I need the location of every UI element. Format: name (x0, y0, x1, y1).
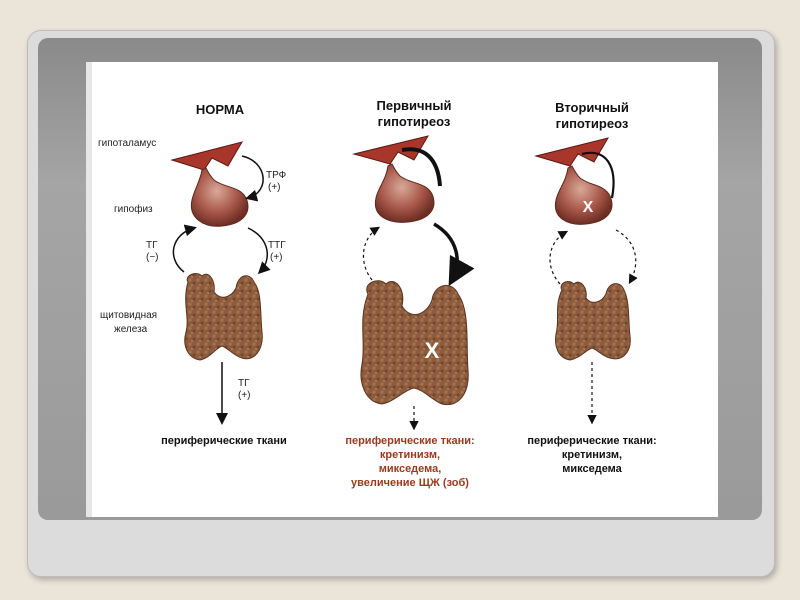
primary-pituitary (374, 163, 435, 223)
primary-outcome-line2: кретинизм, (380, 449, 440, 461)
diagram-image: НОРМА Первичный гипотиреоз Вторичный гип… (86, 62, 718, 517)
secondary-ttg-arrow (615, 229, 638, 285)
norm-pituitary (190, 167, 249, 227)
secondary-trf-arrow (581, 151, 615, 199)
norm-outcome: периферические ткани (161, 435, 287, 447)
secondary-tg-feedback-arrow (549, 230, 569, 285)
primary-enlarged-thyroid (360, 280, 469, 406)
norm-label-tg: ТГ (146, 240, 158, 251)
label-thyroid-line1: щитовидная (100, 310, 157, 321)
primary-outcome-line1: периферические ткани: (345, 435, 474, 447)
norm-label-tg-out-sign: (+) (238, 390, 251, 401)
secondary-outcome-line3: микседема (562, 463, 622, 475)
title-primary-line1: Первичный (377, 98, 452, 113)
norm-label-tg-sign: (−) (146, 252, 159, 263)
norm-trf-arrow (241, 155, 264, 202)
title-secondary-line2: гипотиреоз (556, 116, 629, 131)
label-thyroid-line2: железа (114, 324, 148, 335)
secondary-outcome-line1: периферические ткани: (527, 435, 656, 447)
secondary-blocked-mark: X (583, 199, 594, 216)
title-secondary-line1: Вторичный (555, 100, 629, 115)
norm-label-trf-sign: (+) (268, 182, 281, 193)
primary-outcome-line4: увеличение ЩЖ (зоб) (351, 477, 469, 489)
norm-label-tg-out: ТГ (238, 378, 250, 389)
secondary-hypothalamus (534, 137, 610, 167)
slide-footer-area (38, 520, 762, 568)
norm-label-trf: ТРФ (266, 170, 287, 181)
hypothyroidism-diagram: НОРМА Первичный гипотиреоз Вторичный гип… (98, 98, 657, 489)
label-hypothalamus: гипоталамус (98, 138, 156, 149)
primary-thick-trf-arrow (401, 147, 442, 187)
title-primary-line2: гипотиреоз (378, 114, 451, 129)
norm-ttg-arrow (247, 227, 271, 275)
norm-label-ttg: ТТГ (268, 240, 286, 251)
norm-thyroid (184, 273, 263, 361)
secondary-thyroid (555, 281, 631, 361)
primary-ttg-arrow (433, 222, 475, 287)
primary-outcome-line3: микседема, (379, 463, 442, 475)
secondary-pituitary (554, 165, 613, 225)
norm-label-ttg-sign: (+) (270, 252, 283, 263)
primary-blocked-mark: X (425, 338, 440, 363)
norm-tg-feedback-arrow (172, 224, 197, 273)
norm-hypothalamus (170, 141, 244, 171)
primary-tg-feedback-arrow (362, 226, 381, 281)
primary-hypothalamus (352, 135, 430, 165)
secondary-outcome-line2: кретинизм, (562, 449, 622, 461)
title-norm: НОРМА (196, 102, 245, 117)
label-pituitary: гипофиз (114, 203, 153, 215)
